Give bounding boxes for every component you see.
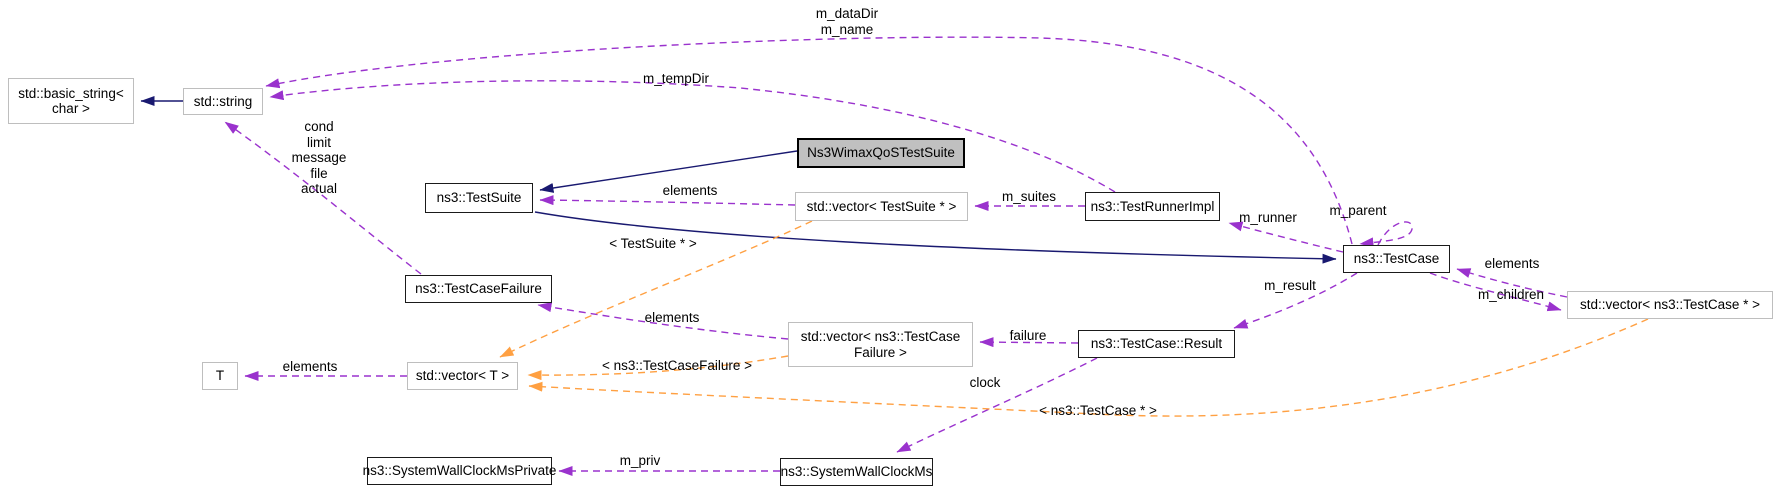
edge-m-tempdir [269,80,1116,193]
edge-m-result [1233,272,1358,329]
edge-cond-limit-message-file-actual [224,121,422,275]
edge-failure [979,337,1079,348]
edge-label-failure: failure [1009,328,1047,343]
edge-label-elements-testcasefailure: elements [644,310,700,325]
class-node-std-string: std::string [183,88,263,115]
edge-label-m-runner: m_runner [1239,210,1297,225]
class-node-ns3-testcasefailure[interactable]: ns3::TestCaseFailure [405,275,552,303]
edge-label-elements-testsuite: elements [662,183,718,198]
edge-clock [896,357,1098,453]
edge-label-clock: clock [969,375,1001,390]
edge-label-template-testsuite-ptr: < TestSuite * > [609,236,697,251]
class-node-vector-ns3-testcasefailure: std::vector< ns3::TestCase Failure > [788,322,973,367]
edge-m-children [1429,272,1562,312]
edge-label-cond-limit-message-file-actual: cond limit message file actual [291,119,347,196]
class-node-std-basic-string: std::basic_string< char > [8,78,134,124]
edge-tpl-testcase-ptr [528,318,1649,417]
edge-label-template-testcasefailure: < ns3::TestCaseFailure > [601,358,753,373]
class-node-t: T [202,362,238,390]
edge-elements-vectestcase-testcase [1456,268,1568,298]
class-node-ns3-testrunnerimpl[interactable]: ns3::TestRunnerImpl [1085,192,1220,221]
edge-label-m-priv: m_priv [619,453,661,468]
edge-inherit-testsuite-testcase [534,211,1337,264]
edge-m-datadir-m-name [265,36,1353,245]
class-node-vector-testsuite-ptr: std::vector< TestSuite * > [795,192,968,221]
edge-elements-vectestsuite-testsuite [539,195,796,206]
edge-label-m-children: m_children [1477,287,1545,302]
edge-label-m-result: m_result [1264,278,1316,293]
edge-tpl-testsuite-ptr [499,220,813,358]
class-node-ns3-testcase-result[interactable]: ns3::TestCase::Result [1078,330,1235,358]
edge-label-m-suites: m_suites [1001,189,1057,204]
edge-label-m-tempdir: m_tempDir [642,71,710,86]
class-node-ns3-systemwallclockmsprivate[interactable]: ns3::SystemWallClockMsPrivate [363,457,556,485]
edge-label-m-parent: m_parent [1329,203,1387,218]
class-node-ns3-systemwallclockms[interactable]: ns3::SystemWallClockMs [780,458,933,486]
edge-m-runner [1228,221,1344,253]
edge-label-m-datadir-m-name: m_dataDir m_name [815,6,879,37]
edge-label-template-testcase-ptr: < ns3::TestCase * > [1039,403,1157,418]
edge-label-elements-t: elements [282,359,338,374]
edge-inherit-wimax-testsuite [539,150,798,193]
class-node-ns3wimaxqostestsuite: Ns3WimaxQoSTestSuite [797,138,965,168]
class-node-ns3-testcase[interactable]: ns3::TestCase [1343,245,1450,273]
edge-label-elements-testcase: elements [1484,256,1540,271]
edge-elements-vectcf-testcasefailure [537,302,789,340]
edge-m-parent-loop [1359,221,1413,248]
class-node-ns3-testsuite[interactable]: ns3::TestSuite [425,183,533,213]
class-node-vector-t: std::vector< T > [407,362,518,390]
class-node-vector-ns3-testcase-ptr: std::vector< ns3::TestCase * > [1567,291,1773,319]
